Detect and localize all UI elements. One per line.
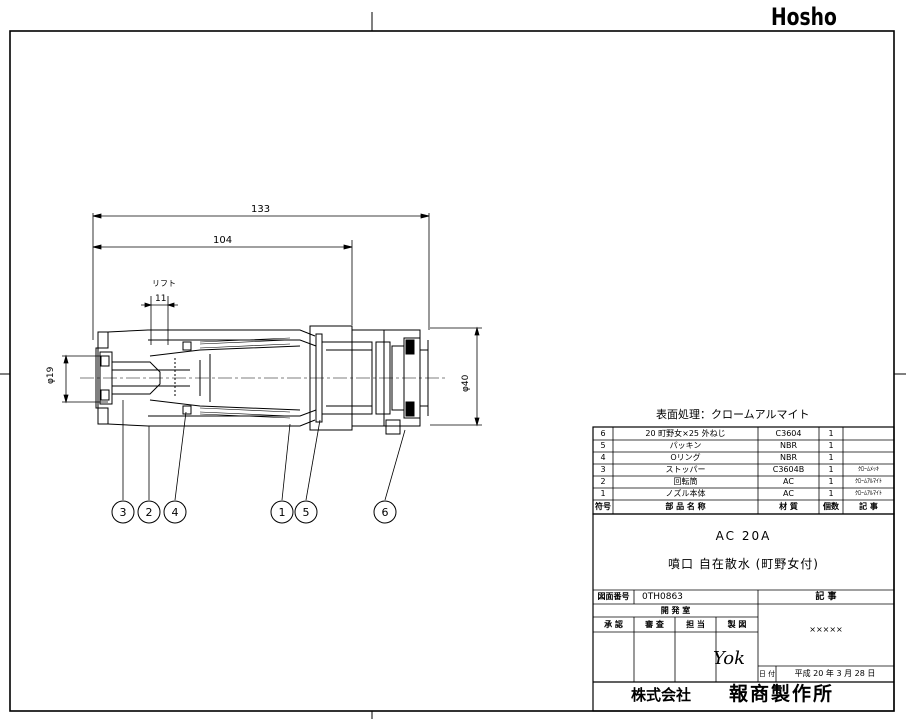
header-material: 材 質 bbox=[779, 502, 798, 511]
surface-treatment: 表面処理：クロームアルマイト bbox=[656, 408, 810, 421]
part-material: AC bbox=[783, 477, 794, 486]
header-note: 記 事 bbox=[859, 502, 878, 511]
part-material: NBR bbox=[779, 453, 798, 462]
balloon-label: 1 bbox=[278, 505, 286, 519]
dim-overall: 133 bbox=[251, 204, 271, 215]
part-note bbox=[843, 427, 894, 440]
part-qty: 1 bbox=[828, 465, 834, 474]
draft-label: 製 図 bbox=[727, 619, 747, 629]
header-qty: 個数 bbox=[823, 502, 839, 511]
dim-dia-left: φ19 bbox=[46, 366, 56, 384]
dim-body: 104 bbox=[213, 235, 233, 246]
part-qty: 1 bbox=[828, 489, 834, 498]
approve-label: 承 認 bbox=[604, 619, 623, 629]
part-material: C3604 bbox=[775, 428, 802, 438]
drawing-no-value: 0TH0863 bbox=[642, 591, 683, 602]
balloon-label: 6 bbox=[381, 505, 389, 519]
drawing-frame bbox=[9, 30, 895, 712]
part-no: 4 bbox=[600, 453, 606, 462]
balloon-label: 3 bbox=[119, 505, 127, 519]
brand-logo: Hosho bbox=[771, 3, 837, 31]
balloon-label: 5 bbox=[302, 505, 310, 519]
dimension-lines bbox=[62, 213, 482, 427]
part-note: ｸﾛｰﾑﾒｯｷ bbox=[857, 466, 879, 473]
part-no: 3 bbox=[600, 465, 606, 474]
part-note: ｸﾛｰﾑｱﾙﾏｲﾄ bbox=[854, 490, 882, 497]
note-value: ××××× bbox=[809, 625, 843, 634]
part-no: 1 bbox=[600, 489, 606, 498]
dim-dia-right: φ40 bbox=[461, 374, 471, 392]
company-name: 報商製作所 bbox=[729, 683, 835, 705]
drawing-note-label: 記 事 bbox=[815, 591, 837, 602]
part-note bbox=[843, 452, 894, 464]
part-name: Oリング bbox=[670, 453, 701, 462]
part-material: C3604B bbox=[772, 465, 805, 474]
title-block-lines bbox=[592, 513, 895, 712]
company-prefix: 株式会社 bbox=[631, 686, 692, 704]
part-material: NBR bbox=[779, 441, 798, 450]
date-label: 日 付 bbox=[758, 669, 776, 678]
charge-label: 担 当 bbox=[686, 619, 705, 629]
header-no: 符号 bbox=[595, 502, 611, 511]
date-value: 平成 20 年 3 月 28 日 bbox=[794, 669, 876, 678]
part-qty: 1 bbox=[828, 477, 834, 486]
balloon-label: 4 bbox=[171, 505, 179, 519]
title-line2: 噴口 自在散水 (町野女付) bbox=[668, 557, 819, 571]
dim-lift-label: リフト bbox=[152, 279, 176, 288]
dim-lift: 11 bbox=[155, 294, 167, 304]
part-name: 20 町野女×25 外ねじ bbox=[645, 428, 726, 438]
header-name: 部 品 名 称 bbox=[665, 502, 706, 511]
part-no: 2 bbox=[600, 477, 606, 486]
part-no: 5 bbox=[600, 441, 606, 450]
part-note: ｸﾛｰﾑｱﾙﾏｲﾄ bbox=[854, 478, 882, 485]
part-qty: 1 bbox=[828, 428, 834, 438]
part-qty: 1 bbox=[828, 453, 834, 462]
parts-table-lines bbox=[592, 426, 895, 515]
drawing-no-label: 図面番号 bbox=[597, 592, 630, 601]
part-name: パッキン bbox=[669, 441, 702, 450]
nozzle-assembly bbox=[95, 325, 429, 435]
part-material: AC bbox=[783, 489, 794, 498]
part-name: ノズル本体 bbox=[665, 489, 706, 498]
part-qty: 1 bbox=[828, 441, 834, 450]
dept-label: 開 発 室 bbox=[660, 605, 691, 615]
part-no: 6 bbox=[600, 428, 606, 438]
check-label: 審 査 bbox=[645, 619, 664, 629]
part-note bbox=[843, 440, 894, 452]
signature: Yok bbox=[712, 648, 746, 669]
leader-lines bbox=[122, 400, 406, 501]
balloon-label: 2 bbox=[145, 505, 153, 519]
part-name: 回転筒 bbox=[673, 477, 698, 486]
part-name: ストッパー bbox=[665, 465, 706, 474]
title-line1: AC 20A bbox=[715, 529, 772, 543]
balloons bbox=[111, 500, 397, 524]
